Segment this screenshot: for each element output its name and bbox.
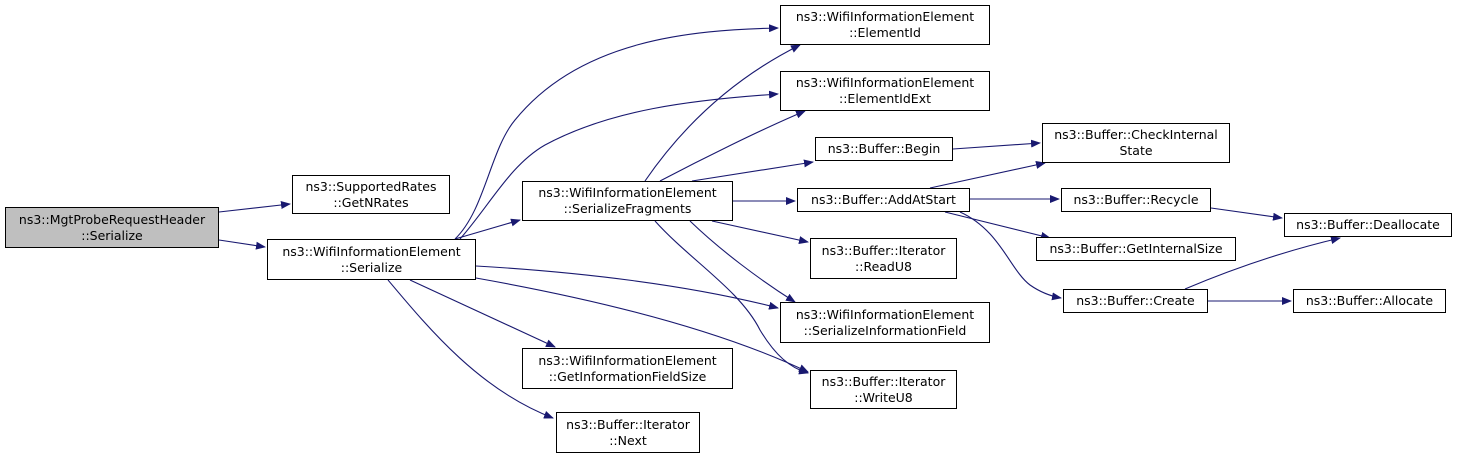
node-label-line: ::ElementId <box>849 25 921 40</box>
node-label-line: ns3::Buffer::Iterator <box>566 416 690 432</box>
node-wie-serialize[interactable]: ns3::WifiInformationElement::Serialize <box>267 239 476 280</box>
node-mgt-serialize: ns3::MgtProbeRequestHeader::Serialize <box>5 207 219 248</box>
node-label-line: ns3::WifiInformationElement <box>538 352 717 368</box>
node-label-line: ::GetInformationFieldSize <box>548 368 707 384</box>
node-label-line: ns3::WifiInformationElement <box>795 9 975 24</box>
edge-buffer-begin-to-checkinternalstate <box>952 139 1041 150</box>
node-label-line: ns3::Buffer::Iterator <box>821 373 946 389</box>
node-label-line: ns3::WifiInformationElement <box>795 75 975 90</box>
node-iter-next[interactable]: ns3::Buffer::Iterator::Next <box>556 412 700 453</box>
node-buffer-begin[interactable]: ns3::Buffer::Begin <box>815 137 953 161</box>
node-label-line: ::WriteU8 <box>854 389 913 405</box>
edge-serializefragments-to-writeu8 <box>654 220 809 375</box>
edge-recycle-to-deallocate <box>1210 207 1283 221</box>
node-serializefragments[interactable]: ns3::WifiInformationElement::SerializeFr… <box>522 181 733 221</box>
node-label-line: ns3::WifiInformationElement <box>282 243 461 259</box>
node-label-line: ns3::Buffer::Recycle <box>1073 192 1199 207</box>
node-writeu8[interactable]: ns3::Buffer::Iterator::WriteU8 <box>810 370 957 409</box>
node-addatstart[interactable]: ns3::Buffer::AddAtStart <box>797 188 970 212</box>
edge-serializefragments-to-serializeinfofield <box>689 220 796 303</box>
edge-wie-serialize-to-getinfofieldsize <box>409 279 556 348</box>
edge-wie-serialize-to-writeu8 <box>475 277 809 373</box>
node-label-line: State <box>1119 143 1153 158</box>
node-label-line: ns3::WifiInformationElement <box>538 185 717 200</box>
edge-wie-serialize-to-elementid <box>454 24 779 240</box>
node-label-line: ::ElementIdExt <box>839 91 931 106</box>
edge-serializefragments-to-elementidext <box>659 110 806 182</box>
node-label-line: ::Serialize <box>81 227 143 243</box>
node-elementid[interactable]: ns3::WifiInformationElement::ElementId <box>780 5 990 45</box>
node-getinternalsize[interactable]: ns3::Buffer::GetInternalSize <box>1036 237 1236 261</box>
edge-wie-serialize-to-iter-next <box>387 279 554 419</box>
edge-wie-serialize-to-serializeinfofield <box>475 265 779 310</box>
edge-addatstart-to-checkinternalstate <box>929 161 1046 189</box>
node-label-line: ns3::MgtProbeRequestHeader <box>18 211 206 227</box>
edge-serializefragments-to-buffer-begin <box>691 159 814 182</box>
edge-wie-serialize-to-serializefragments <box>454 218 521 240</box>
node-label-line: ns3::Buffer::Iterator <box>821 242 946 258</box>
node-label-line: ns3::Buffer::GetInternalSize <box>1049 241 1223 256</box>
edge-serializefragments-to-readu8 <box>711 220 809 244</box>
node-deallocate[interactable]: ns3::Buffer::Deallocate <box>1284 213 1452 237</box>
edge-addatstart-to-getinternalsize <box>944 211 1051 240</box>
node-readu8[interactable]: ns3::Buffer::Iterator::ReadU8 <box>810 238 957 279</box>
node-recycle[interactable]: ns3::Buffer::Recycle <box>1061 188 1211 212</box>
node-label-line: ns3::Buffer::Begin <box>827 141 941 156</box>
node-label-line: ::Next <box>609 432 647 448</box>
node-label-line: ::SerializeFragments <box>563 201 692 216</box>
node-label-line: ns3::SupportedRates <box>305 178 437 194</box>
node-label-line: ::Serialize <box>340 259 403 275</box>
node-label-line: ns3::Buffer::Allocate <box>1305 293 1434 308</box>
node-label-line: ns3::Buffer::Deallocate <box>1296 217 1440 232</box>
node-label-line: ::SerializeInformationField <box>803 322 967 338</box>
edge-create-to-deallocate <box>1184 236 1341 290</box>
node-label-line: ns3::Buffer::Create <box>1076 293 1195 308</box>
node-allocate[interactable]: ns3::Buffer::Allocate <box>1293 289 1446 313</box>
edge-wie-serialize-to-elementidext <box>459 90 779 240</box>
node-elementidext[interactable]: ns3::WifiInformationElement::ElementIdEx… <box>780 71 990 111</box>
node-getinfofieldsize[interactable]: ns3::WifiInformationElement::GetInformat… <box>522 348 733 389</box>
edge-addatstart-to-create <box>959 211 1062 301</box>
edge-mgt-serialize-to-wie-serialize <box>218 239 266 250</box>
node-getnrates[interactable]: ns3::SupportedRates::GetNRates <box>292 175 450 214</box>
node-label-line: ::GetNRates <box>333 194 409 210</box>
node-label-line: ::ReadU8 <box>855 258 912 274</box>
node-create[interactable]: ns3::Buffer::Create <box>1063 289 1208 313</box>
node-serializeinfofield[interactable]: ns3::WifiInformationElement::SerializeIn… <box>780 302 990 343</box>
edge-serializefragments-to-elementid <box>644 44 801 182</box>
node-label-line: ns3::Buffer::CheckInternal <box>1054 127 1218 142</box>
node-label-line: ns3::Buffer::AddAtStart <box>811 192 956 207</box>
node-label-line: ns3::WifiInformationElement <box>795 306 975 322</box>
edge-mgt-serialize-to-getnrates <box>218 201 291 213</box>
